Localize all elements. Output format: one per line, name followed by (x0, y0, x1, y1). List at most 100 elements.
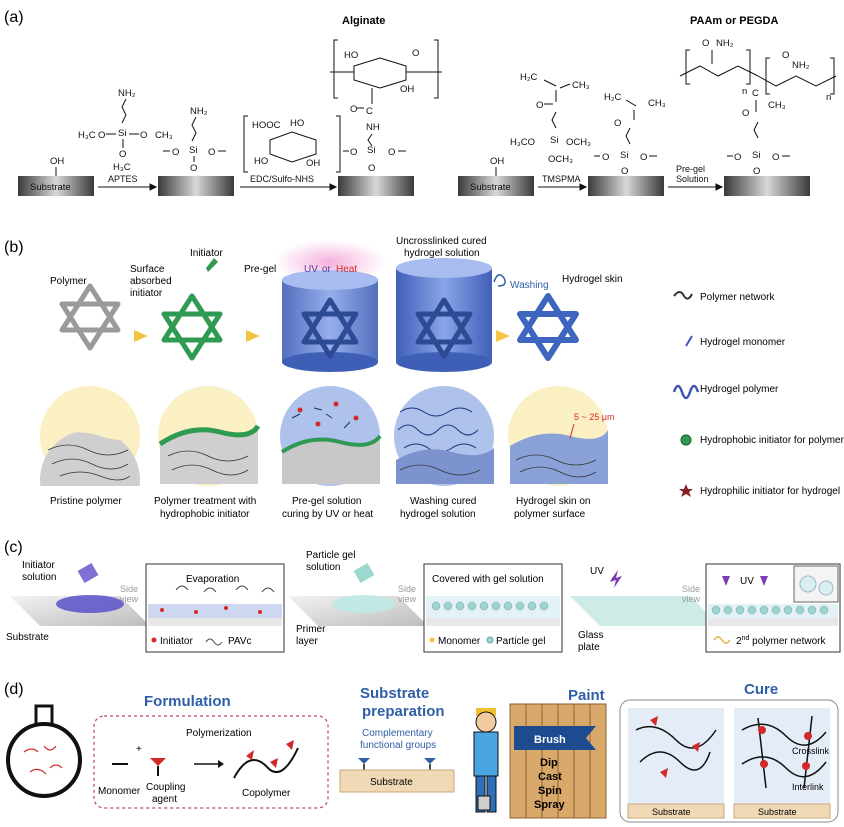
covered-label: Covered with gel solution (432, 574, 544, 585)
formulation-box (93, 715, 329, 809)
svg-text:Si: Si (189, 145, 197, 156)
uv-arrow-2 (760, 576, 768, 586)
substrate-block-2 (158, 176, 234, 196)
caption-skin-1: Hydrogel skin on (516, 496, 590, 507)
primer-label-1: Primer (296, 624, 326, 635)
washing-icon (493, 274, 506, 287)
svg-text:O: O (640, 152, 647, 163)
pregel-cylinder-bottom (282, 352, 378, 372)
svg-text:Si: Si (118, 128, 126, 139)
tmspma-molecule: H₂C CH₃ O Si H₃CO OCH₃ OCH₃ (510, 72, 591, 165)
svg-text:HO: HO (254, 156, 268, 167)
complementary-label-1: Complementary (362, 728, 433, 739)
cure-substrate-label-2: Substrate (758, 807, 797, 817)
functional-group-2 (424, 758, 436, 764)
cure-substrate-1 (627, 803, 725, 819)
pregel-cylinder-top (282, 270, 378, 290)
evaporation-label: Evaporation (186, 574, 239, 585)
method-brush: Brush (534, 734, 566, 746)
circle-skin (508, 386, 608, 486)
svg-text:O: O (98, 130, 105, 141)
svg-text:H₃CO: H₃CO (510, 137, 535, 148)
tmspma-label: TMSPMA (542, 174, 581, 184)
svg-text:CH₃: CH₃ (768, 100, 786, 111)
inset-particle-1 (799, 575, 817, 593)
cure-uncured-pane (628, 708, 724, 804)
svg-text:NH₂: NH₂ (118, 88, 136, 99)
svg-text:O: O (536, 100, 543, 111)
svg-text:Si: Si (620, 150, 628, 161)
svg-text:NH: NH (366, 122, 380, 133)
legend-hydrophilic-initiator-icon (679, 484, 693, 497)
or-label: or (322, 264, 332, 275)
caption-washing-2: hydrogel solution (400, 509, 476, 520)
cure-title: Cure (744, 681, 778, 698)
polymer-scaffold (59, 283, 121, 351)
uv-label-c: UV (590, 566, 604, 577)
substrate-layer-2 (426, 618, 560, 626)
particle-beaker-icon (353, 562, 375, 584)
primer-label-2: layer (296, 636, 318, 647)
second-network-label: 2nd polymer network (736, 635, 826, 647)
method-dip: Dip (540, 757, 558, 769)
svg-text:Si: Si (550, 135, 558, 146)
fence (509, 703, 607, 819)
substrate-layer-3 (708, 618, 838, 626)
svg-text:O: O (602, 152, 609, 163)
uv-arrow-1 (722, 576, 730, 586)
uncrosslinked-cylinder-top (396, 258, 492, 278)
surface-label-1: Surface (130, 264, 165, 275)
circle-pristine (40, 386, 140, 486)
step-arrow-2 (246, 330, 260, 342)
legend: Polymer network Hydrogel monomer Hydroge… (672, 291, 844, 497)
initiator-puddle (56, 595, 124, 613)
substrate-layer-1 (148, 618, 282, 626)
uv-label: UV (304, 264, 318, 275)
plus-sign: + (136, 744, 142, 755)
copolymer-label: Copolymer (242, 788, 291, 799)
substrate-block-4 (458, 176, 534, 196)
uv-label-box: UV (740, 576, 754, 587)
aptes-bound: NH₂ Si O O O (163, 106, 226, 174)
uncross-label-1: Uncrosslinked cured (396, 236, 487, 247)
formulation-title: Formulation (144, 693, 231, 710)
network-legend-icon (713, 636, 731, 644)
panel-d: (d) Formulation Polymerization + Monomer… (4, 681, 839, 823)
svg-text:O: O (702, 38, 709, 49)
complementary-label-2: functional groups (360, 740, 436, 751)
polymerization-label: Polymerization (186, 728, 252, 739)
copolymer-icon (233, 747, 299, 779)
particle-sol-label-1: Particle gel (306, 550, 355, 561)
svg-text:O: O (614, 118, 621, 129)
svg-text:OCH₃: OCH₃ (566, 137, 591, 148)
panel-c-label: (c) (4, 539, 23, 556)
beaker-icon (77, 562, 99, 584)
uncrosslinked-cylinder-bottom (396, 352, 492, 372)
svg-text:O: O (412, 48, 419, 59)
caption-pristine: Pristine polymer (50, 496, 122, 507)
svg-text:O: O (621, 166, 628, 177)
method-spin: Spin (538, 785, 562, 797)
legend-hydrogel-monomer-icon (685, 335, 693, 347)
cure-cured-pane (734, 708, 830, 804)
pavc-legend-icon (205, 638, 223, 646)
circle-hydrophobic (158, 386, 261, 486)
step-arrow-1 (134, 330, 148, 342)
svg-text:HO: HO (290, 118, 304, 129)
functional-group-1 (358, 758, 370, 764)
svg-text:O: O (119, 149, 126, 160)
uncrosslinked-scaffold (415, 297, 473, 359)
painter-icon (473, 708, 499, 813)
coupling-agent-icon (150, 758, 166, 766)
initiator-label: Initiator (190, 248, 223, 259)
legend-polymer-network-icon (673, 291, 693, 300)
alginate-bound: HO O OH C O NH Si O O O (330, 39, 442, 174)
monomer-legend-dot (429, 637, 435, 643)
oh-2: OH (490, 156, 504, 167)
glass-label-1: Glass (578, 630, 604, 641)
svg-text:O: O (734, 152, 741, 163)
method-spray: Spray (534, 799, 565, 811)
panel-d-label: (d) (4, 681, 24, 698)
reaction-arrows (98, 183, 724, 191)
